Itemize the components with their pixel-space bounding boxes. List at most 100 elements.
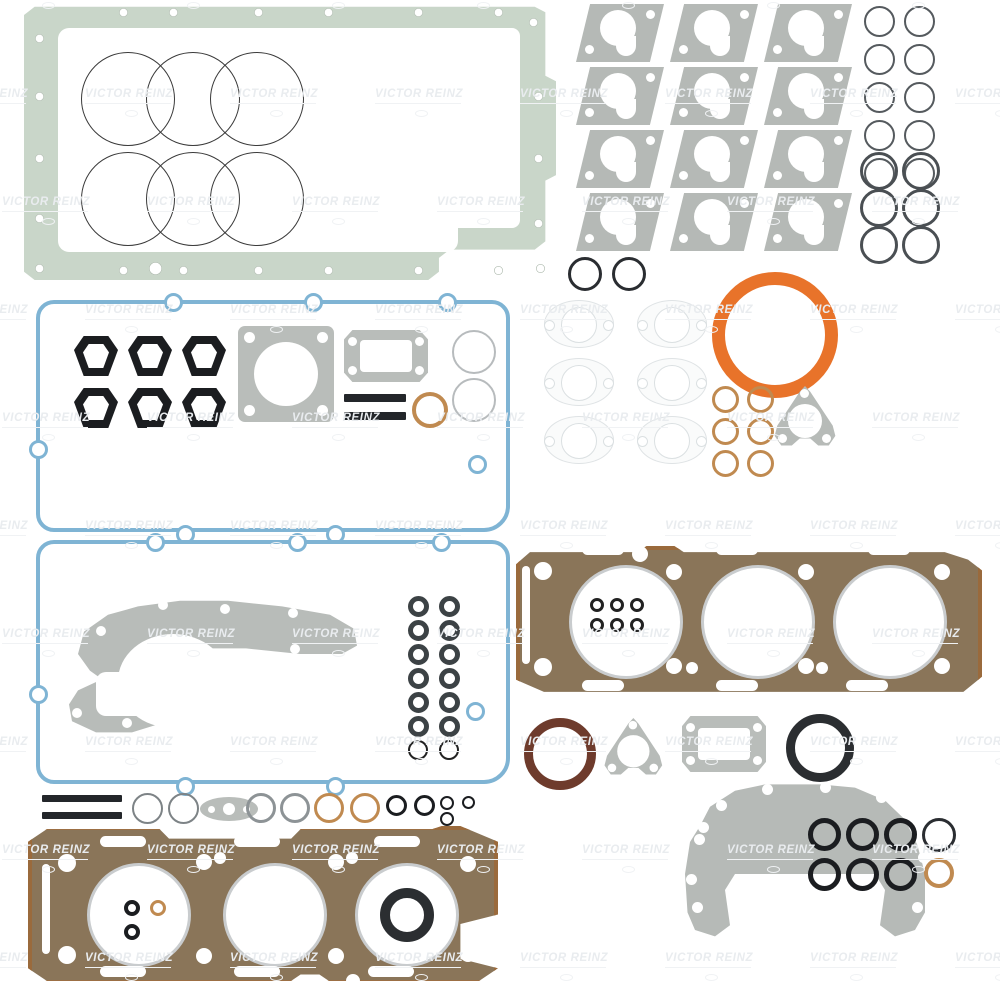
head-gasket-water-hole [632,546,648,562]
watermark-mark [995,110,1000,117]
bolt-hole [679,234,688,243]
head-gasket-cylinder-bore [90,866,188,964]
watermark-rule [0,751,26,752]
bolt-hole [716,800,727,811]
manifold-gasket-notch [710,99,730,119]
valve-cover-bolt-eye [432,533,451,552]
head-gasket-water-hole [798,658,814,674]
exhaust-flange-gasket [637,358,707,406]
manifold-gasket-notch [804,225,824,245]
valve-cover-bolt-eye [468,455,487,474]
exhaust-flange-gasket-port [654,307,690,343]
head-gasket-water-hole [534,562,552,580]
bolt-hole [679,45,688,54]
bolt-hole [692,902,703,913]
timing-cover-gasket-window-2 [96,672,246,716]
watermark-text: VICTOR REINZ [955,88,1000,100]
bolt-hole [694,834,705,845]
bolt-hole [773,171,782,180]
bolt-hole [876,792,887,803]
injector-seal-black [846,858,879,891]
bolt-hole [834,136,843,145]
bolt-hole [348,337,357,346]
bolt-hole [180,722,190,732]
exhaust-flange-gasket [544,358,614,406]
oil-pan-bolt-hole [169,8,178,17]
head-gasket-seal [124,900,140,916]
head-gasket-water-hole [346,974,360,988]
valve-stem-seal [408,596,429,617]
manifold-gasket-notch [804,36,824,56]
valve-stem-seal [439,620,460,641]
intake-manifold-gasket [576,130,664,188]
bolt-hole [679,108,688,117]
bolt-hole [607,763,617,773]
valve-stem-seal [439,716,460,737]
watermark-rule [955,535,1000,536]
oil-pan-bolt-hole [494,266,503,275]
head-gasket-seal [630,598,644,612]
watermark-mark [622,434,635,441]
o-ring-small [864,120,895,151]
oil-pan-bolt-hole [35,214,44,223]
oil-pan-bolt-hole [536,264,545,273]
head-gasket-seal [124,924,140,940]
head-gasket-oil-slot [846,680,888,691]
injector-seal-thin [922,818,956,852]
bolt-hole [740,199,749,208]
oil-pan-bolt-hole [414,266,423,275]
bolt-hole [762,784,773,795]
valve-stem-seal [408,716,429,737]
oil-pan-bore-outline [209,52,304,146]
valve-cover-bolt-eye [29,440,48,459]
bolt-hole [244,405,255,416]
head-gasket-water-hole [58,854,76,872]
rectangular-port-gasket [344,330,428,382]
head-gasket-water-hole [328,854,344,870]
head-gasket-water-hole [196,948,212,964]
crankshaft-seal-front [712,272,838,398]
oil-pan-bolt-hole [324,266,333,275]
head-gasket-oil-slot [234,836,280,847]
bolt-notch [637,320,648,331]
head-gasket-oil-slot [42,864,50,954]
oil-pan-bolt-hole [534,219,543,228]
watermark-rule [0,103,26,104]
exhaust-flange-gasket [637,416,707,464]
intake-manifold-gasket [764,193,852,251]
front-cover-gasket [680,778,930,938]
valve-stem-seal [439,740,459,760]
bolt-hole [585,45,594,54]
watermark-text: VICTOR REINZ [955,736,1000,748]
oil-pan-bolt-hole [534,92,543,101]
o-ring-small [414,795,435,816]
bolt-hole [415,337,424,346]
intake-port-seal-hex-bore [191,396,217,420]
head-gasket-water-hole [666,564,682,580]
watermark-text: VICTOR REINZ [665,952,754,964]
bolt-notch [696,320,707,331]
oil-cooler-gasket-window [698,728,750,760]
injector-seal-black [808,818,841,851]
bolt-hole [686,723,695,732]
bolt-hole [820,782,831,793]
crankshaft-oil-seal [380,888,434,942]
intake-port-seal-hex-bore [83,396,109,420]
head-gasket-cylinder-bore [226,866,324,964]
bolt-hole [415,366,424,375]
head-gasket-water-hole [346,852,358,864]
manifold-gasket-notch [710,36,730,56]
head-gasket-oil-slot [100,966,146,977]
head-gasket-cylinder-bore [836,568,944,676]
valve-cover-bolt-eye [146,533,165,552]
watermark-rule [955,103,1000,104]
valve-cover-bolt-eye [164,293,183,312]
watermark-text: VICTOR REINZ [0,952,29,964]
bolt-hole [918,852,929,863]
bolt-notch [696,378,707,389]
oil-pan-bolt-hole [494,8,503,17]
intake-port-seal-hex-bore [137,396,163,420]
head-gasket-oil-slot [582,680,624,691]
bolt-hole [585,171,594,180]
head-gasket-water-hole [460,946,476,962]
